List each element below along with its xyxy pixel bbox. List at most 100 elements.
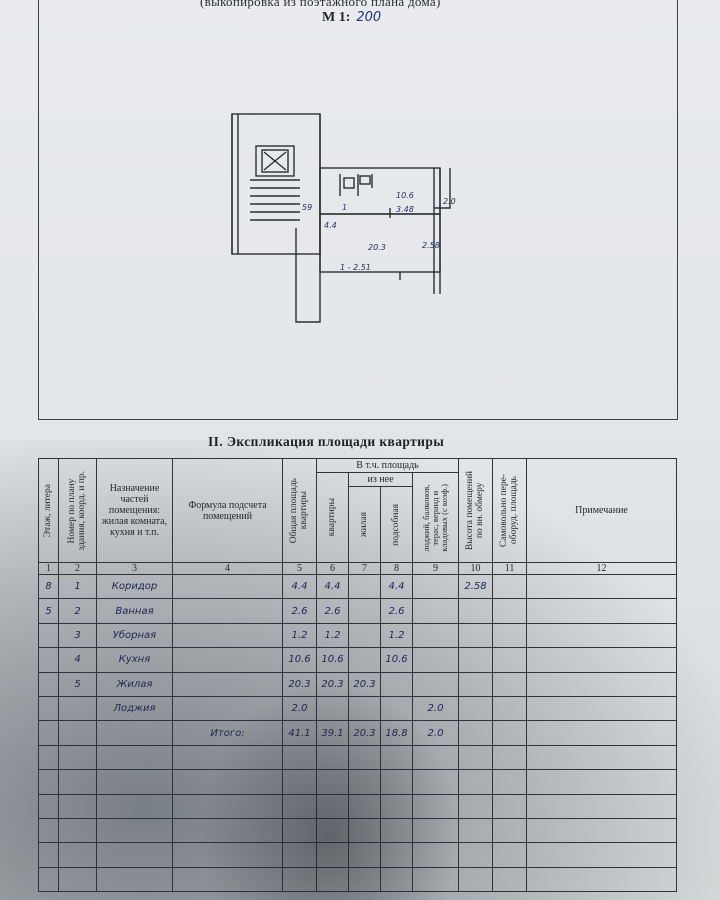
cell-living xyxy=(348,695,381,722)
cell-living xyxy=(348,598,381,624)
cell-floor xyxy=(38,793,59,819)
cell-total xyxy=(282,842,317,868)
cell-flat: 1.2 xyxy=(316,622,349,649)
cell-loggia xyxy=(411,817,460,844)
plan-label-6: 20.3 xyxy=(368,243,386,252)
cell-unauth xyxy=(492,720,528,746)
stairwell-outline xyxy=(231,113,321,255)
col-num-8: 8 xyxy=(380,562,413,575)
table-row xyxy=(38,866,678,893)
cell-floor xyxy=(38,695,59,722)
cell-note xyxy=(526,842,678,868)
cell-flat xyxy=(316,842,349,868)
cell-note xyxy=(526,769,678,795)
cell-flat xyxy=(316,817,349,844)
cell-flat: 39.1 xyxy=(316,720,349,746)
cell-flat: 10.6 xyxy=(316,647,349,673)
cell-total xyxy=(282,817,317,844)
cell-formula: Итого: xyxy=(172,720,283,746)
cell-note xyxy=(526,647,678,673)
cell-floor xyxy=(38,817,59,844)
cell-height xyxy=(458,817,494,844)
cell-loggia xyxy=(411,793,460,819)
cell-total: 10.6 xyxy=(282,647,317,673)
header-including-area: В т.ч. площадь xyxy=(315,458,460,473)
header-loggias: лоджий, балконов, терас, веранд и кладов… xyxy=(411,472,460,563)
cell-floor xyxy=(38,842,59,868)
cell-living xyxy=(348,866,381,893)
cell-unauth xyxy=(492,573,528,600)
area-explication-table: Этаж, литера Номер по плану здания, коор… xyxy=(38,458,678,893)
cell-height xyxy=(458,647,494,673)
cell-aux xyxy=(380,817,413,844)
cell-name: Коридор xyxy=(96,573,173,600)
cell-formula xyxy=(172,671,283,697)
cell-total: 2.6 xyxy=(282,598,317,624)
cell-num xyxy=(58,744,97,771)
cell-living xyxy=(348,817,381,844)
cell-formula xyxy=(172,622,283,649)
cell-loggia xyxy=(411,598,460,624)
cell-loggia xyxy=(411,573,460,600)
sink-fixture xyxy=(359,175,371,185)
cell-loggia: 2.0 xyxy=(411,720,460,746)
cell-name xyxy=(96,720,173,746)
cell-num: 4 xyxy=(58,647,97,673)
cell-name xyxy=(96,744,173,771)
cell-living: 20.3 xyxy=(348,671,381,697)
kitchen-bath-block xyxy=(319,167,441,215)
cell-note xyxy=(526,695,678,722)
col-num-5: 5 xyxy=(282,562,317,575)
cell-note xyxy=(526,622,678,649)
cell-aux xyxy=(380,866,413,893)
cell-flat xyxy=(316,866,349,893)
cell-formula xyxy=(172,573,283,600)
column-number-row: 1 2 3 4 5 6 7 8 9 10 11 12 xyxy=(38,562,678,575)
cell-formula xyxy=(172,647,283,673)
cell-num xyxy=(58,842,97,868)
cell-name xyxy=(96,866,173,893)
cell-name: Жилая xyxy=(96,671,173,697)
cell-aux xyxy=(380,842,413,868)
cell-loggia xyxy=(411,842,460,868)
cell-aux xyxy=(380,793,413,819)
header-of-which: из нее xyxy=(348,472,413,487)
cell-floor xyxy=(38,720,59,746)
table-row xyxy=(38,744,678,771)
header-formula: Формула подсчета помещений xyxy=(172,458,283,563)
col-num-12: 12 xyxy=(526,562,678,575)
cell-aux: 10.6 xyxy=(380,647,413,673)
plan-label-2: 1 xyxy=(342,203,347,212)
cell-living xyxy=(348,573,381,600)
cell-flat: 2.6 xyxy=(316,598,349,624)
cell-height xyxy=(458,622,494,649)
cell-num: 3 xyxy=(58,622,97,649)
plan-scale: М 1:200 xyxy=(322,10,381,26)
section-title: II. Экспликация площади квартиры xyxy=(208,434,445,449)
header-living: жилая xyxy=(348,486,381,563)
cell-note xyxy=(526,573,678,600)
cell-unauth xyxy=(492,866,528,893)
cell-floor xyxy=(38,769,59,795)
col-num-10: 10 xyxy=(458,562,494,575)
cell-name xyxy=(96,817,173,844)
header-auxiliary: подсобная xyxy=(380,486,413,563)
plan-label-9: 2.58 xyxy=(422,241,440,250)
plan-label-3: 10.6 xyxy=(396,191,414,200)
header-room-number: Номер по плану здания, коорд. и пр. xyxy=(58,458,97,563)
table-row xyxy=(38,842,678,868)
header-note: Примечание xyxy=(526,458,678,563)
cell-num xyxy=(58,817,97,844)
cell-aux xyxy=(380,671,413,697)
cell-total: 41.1 xyxy=(282,720,317,746)
cell-unauth xyxy=(492,647,528,673)
cell-height xyxy=(458,744,494,771)
cell-num: 1 xyxy=(58,573,97,600)
door-marks xyxy=(389,208,401,280)
cell-unauth xyxy=(492,744,528,771)
cell-num xyxy=(58,695,97,722)
